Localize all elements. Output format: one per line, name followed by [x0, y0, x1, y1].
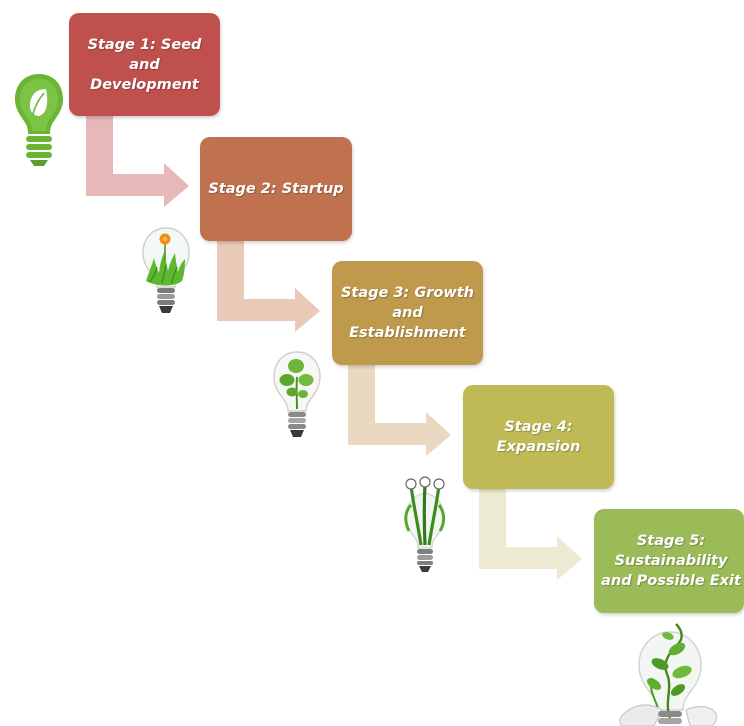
- leaf-lightbulb-icon: [15, 74, 63, 166]
- vine-lightbulb-icon: [619, 623, 718, 726]
- elbow-arrow-3: [348, 365, 451, 456]
- stage-2-label: Stage 2: Startup: [208, 181, 344, 197]
- stage-4-box: Stage 4: Expansion: [463, 385, 614, 489]
- sprouting-lightbulbs-icon: [404, 476, 446, 572]
- stage-5-box: Stage 5: Sustainability and Possible Exi…: [594, 509, 744, 613]
- stage-1-label: Stage 1: Seed and Development: [87, 36, 202, 93]
- elbow-arrow-4: [479, 489, 582, 580]
- stage-2-box: Stage 2: Startup: [200, 137, 352, 241]
- plant-lightbulb-icon: [273, 351, 321, 437]
- stage-3-label: Stage 3: Growth and Establishment: [340, 285, 475, 341]
- stage-3-box: Stage 3: Growth and Establishment: [332, 261, 483, 365]
- flower-lightbulb-icon: [142, 227, 190, 313]
- stage-4-label: Stage 4: Expansion: [496, 419, 581, 455]
- elbow-arrow-2: [217, 241, 320, 332]
- elbow-arrow-1: [86, 116, 189, 207]
- stage-5-label: Stage 5: Sustainability and Possible Exi…: [601, 533, 741, 589]
- stage-1-box: Stage 1: Seed and Development: [69, 13, 220, 116]
